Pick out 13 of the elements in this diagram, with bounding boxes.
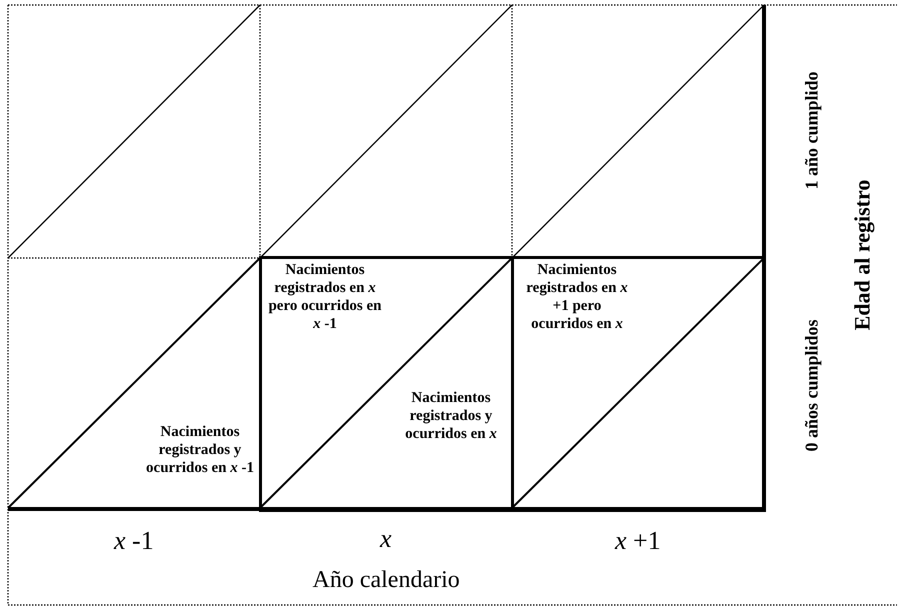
row-label: 0 años cumplidos bbox=[802, 318, 823, 452]
cell-text: Nacimientos registrados en x pero ocurridos en x -1 bbox=[267, 261, 383, 333]
cell-text: Nacimientos registrados y ocurridos en x bbox=[404, 389, 498, 443]
highlighted-cell bbox=[511, 256, 766, 512]
highlighted-cell bbox=[259, 256, 514, 512]
column-label: x bbox=[380, 522, 392, 554]
cell-text: Nacimientos registrados y ocurridos en x -1 bbox=[145, 423, 255, 477]
axis-title: Edad al registro bbox=[848, 180, 875, 330]
row-label: 1 año cumplido bbox=[802, 70, 823, 190]
cell-text: Nacimientos registrados en x +1 pero ocurridos en x bbox=[525, 261, 629, 333]
column-label: x -1 bbox=[114, 524, 154, 556]
column-label: x +1 bbox=[615, 524, 661, 556]
axis-title: Año calendario bbox=[312, 566, 460, 594]
